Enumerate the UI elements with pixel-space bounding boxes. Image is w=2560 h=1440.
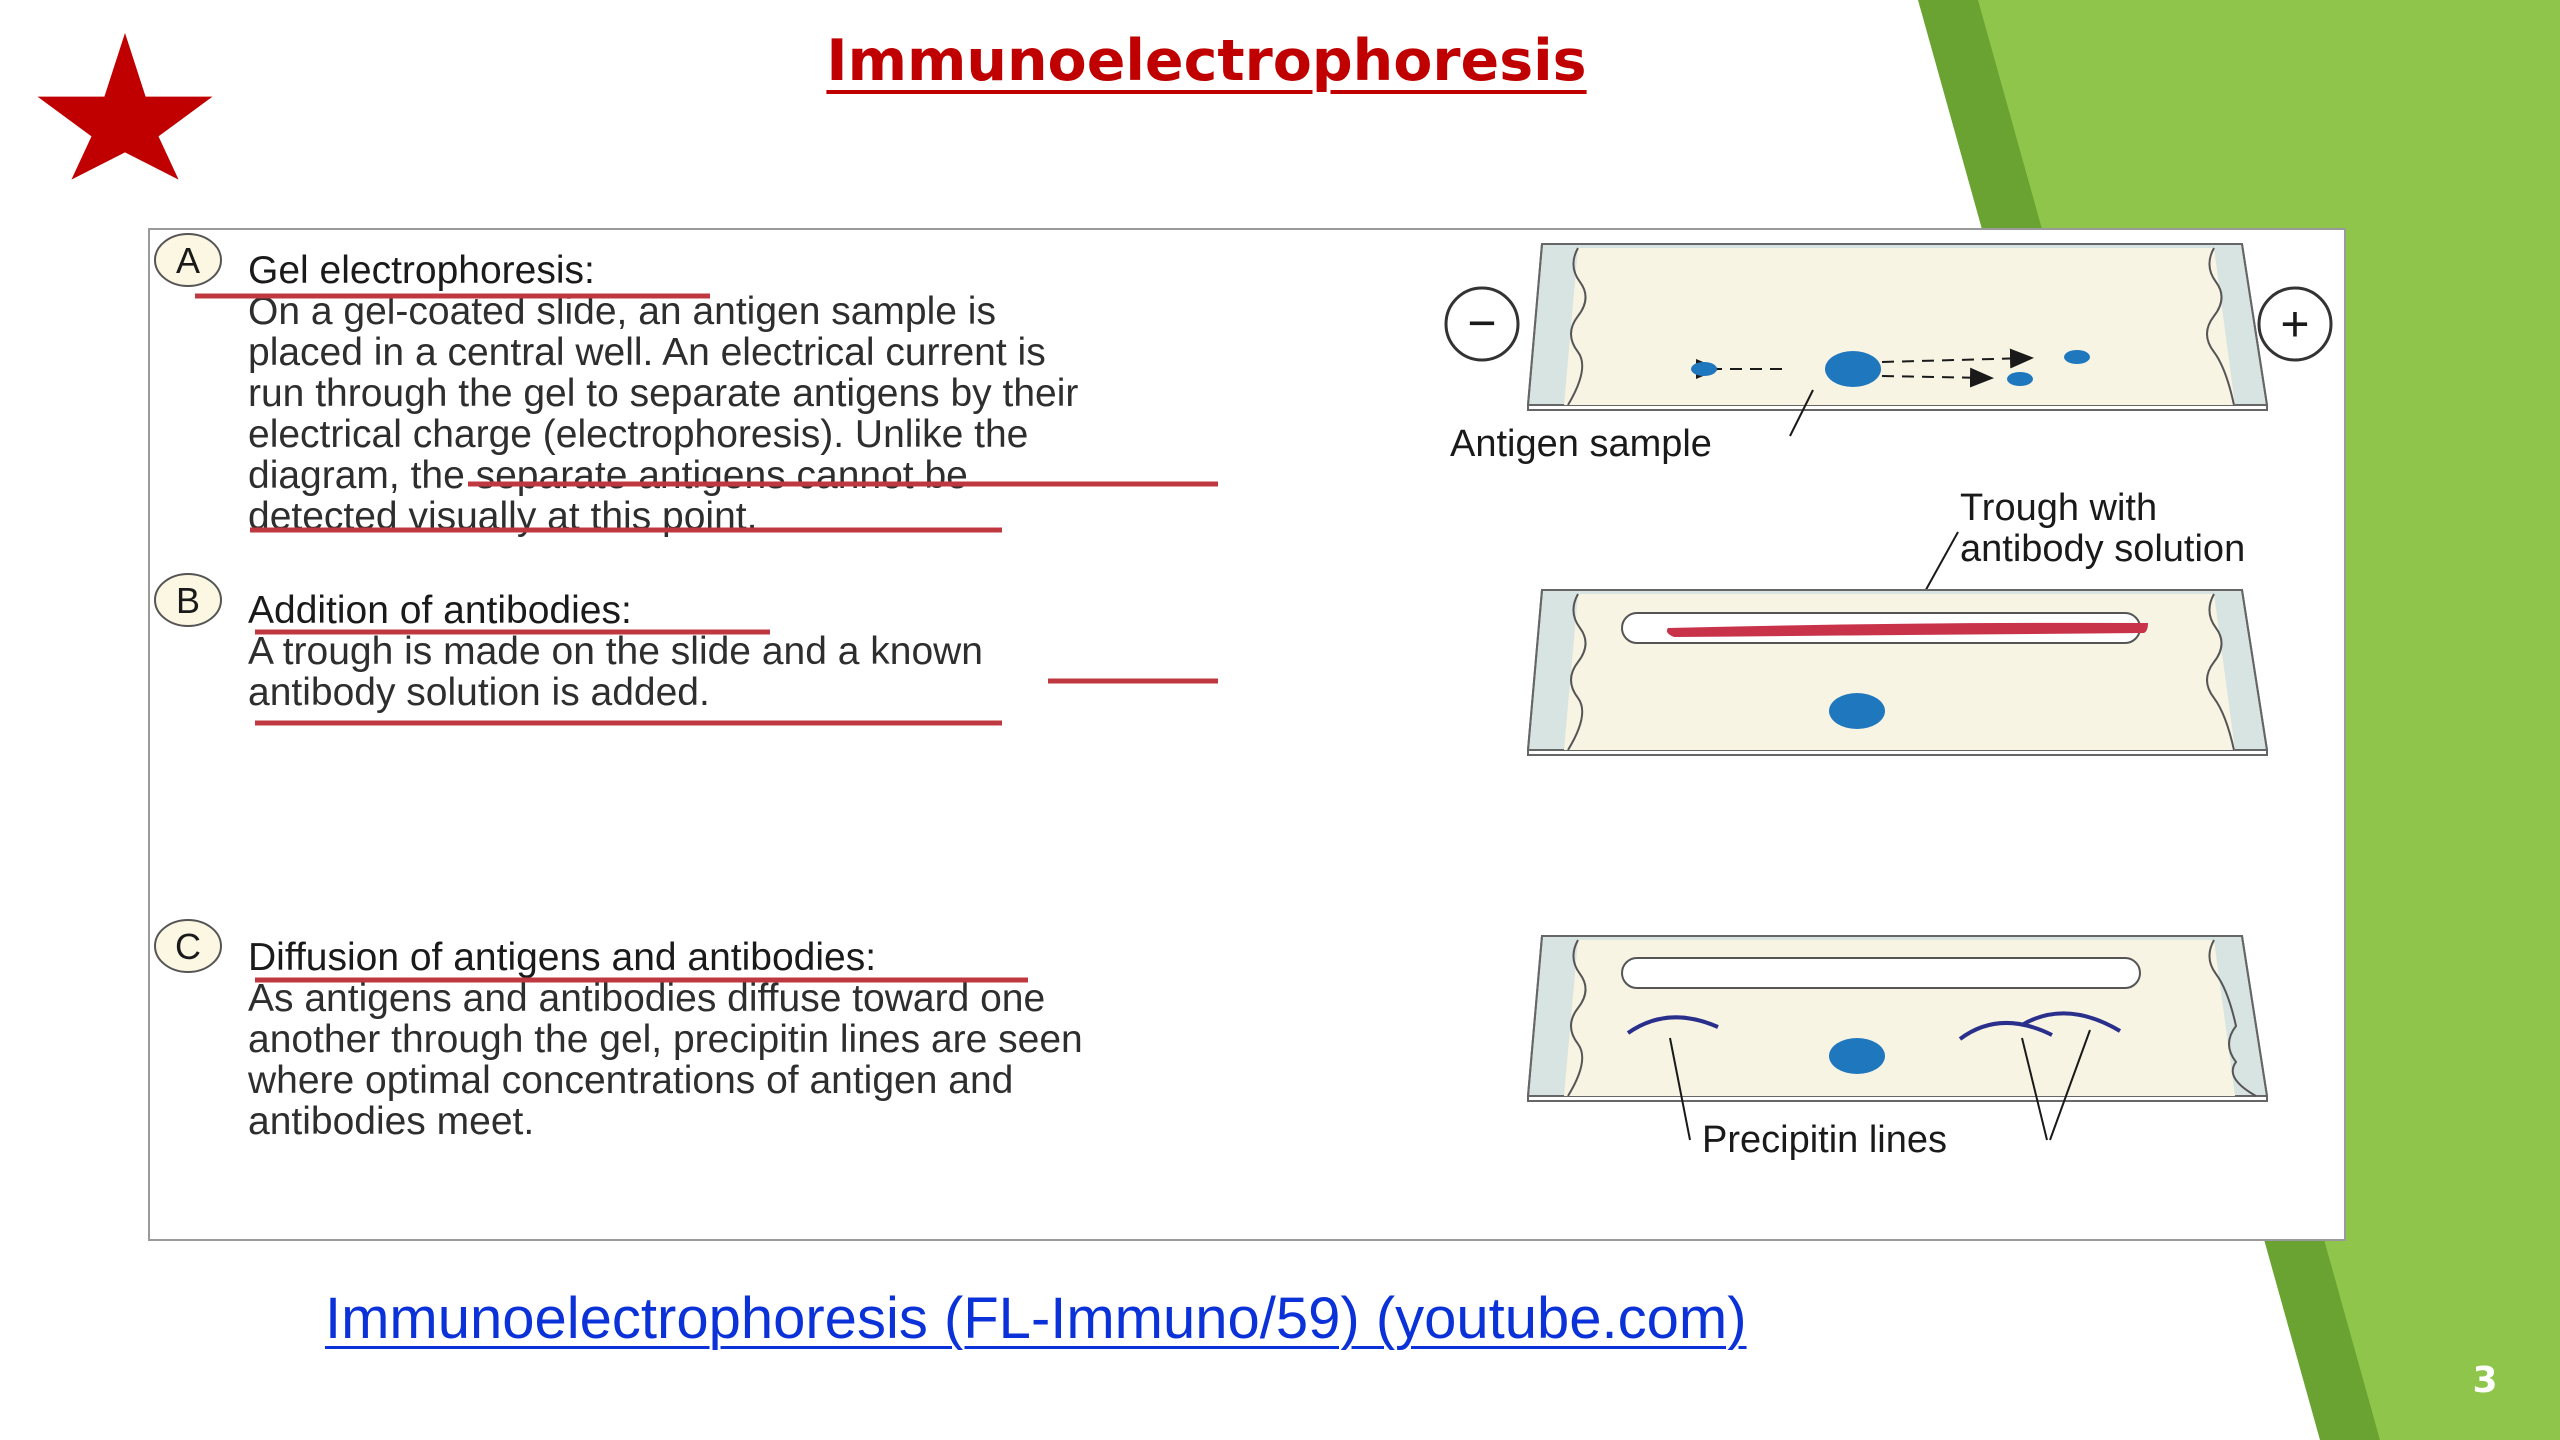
- step-heading: Gel electrophoresis:: [248, 249, 595, 292]
- step-line: As antigens and antibodies diffuse towar…: [248, 977, 1045, 1020]
- precipitin-line: [2020, 1011, 2122, 1033]
- step-badge-label: C: [175, 926, 201, 967]
- step-line: electrical charge (electrophoresis). Unl…: [248, 413, 1028, 456]
- step-badge-label: B: [176, 580, 200, 621]
- page-number: 3: [2472, 1360, 2498, 1401]
- step-a: A Gel electrophoresis: On a gel-coated s…: [154, 233, 1218, 538]
- antigen-sample-label: Antigen sample: [1450, 423, 1712, 465]
- trough-label-line2: antibody solution: [1960, 528, 2245, 570]
- plus-electrode-icon: [2257, 286, 2333, 362]
- plus-symbol: +: [2280, 296, 2309, 352]
- youtube-link[interactable]: Immunoelectrophoresis (FL-Immuno/59) (yo…: [325, 1286, 1747, 1351]
- step-badge-c: [154, 919, 222, 973]
- step-c: C Diffusion of antigens and antibodies: …: [154, 919, 1083, 1143]
- star-icon: [37, 33, 213, 180]
- step-line: antibody solution is added.: [248, 671, 710, 714]
- step-b: B Addition of antibodies: A trough is ma…: [154, 573, 1218, 726]
- step-badge-label: A: [176, 240, 200, 281]
- step-line: antibodies meet.: [248, 1100, 534, 1143]
- precipitin-lines-label: Precipitin lines: [1702, 1119, 1947, 1161]
- step-line: where optimal concentrations of antigen …: [247, 1059, 1013, 1102]
- step-line: A trough is made on the slide and a know…: [248, 630, 983, 673]
- precipitin-line: [1958, 1020, 2053, 1041]
- antigen-well: [1829, 693, 1885, 729]
- step-badge-b: [154, 573, 222, 627]
- precipitin-line: [1626, 1015, 1719, 1035]
- step-line: another through the gel, precipitin line…: [248, 1018, 1083, 1061]
- minus-symbol: −: [1467, 295, 1496, 351]
- slide-title: Immunoelectrophoresis: [826, 28, 1587, 94]
- antigen-well: [1825, 351, 1881, 387]
- step-badge-a: [154, 233, 222, 287]
- step-heading: Diffusion of antigens and antibodies:: [248, 936, 876, 979]
- minus-electrode-icon: [1444, 286, 1520, 362]
- gel-slide-b: Trough with antibody solution: [1526, 487, 2269, 756]
- figure-svg: A Gel electrophoresis: On a gel-coated s…: [154, 233, 2333, 1161]
- step-line: placed in a central well. An electrical …: [248, 331, 1046, 374]
- figure-panel: A Gel electrophoresis: On a gel-coated s…: [148, 228, 2346, 1241]
- antigen-well: [1829, 1038, 1885, 1074]
- gel-slide-c: Precipitin lines: [1526, 935, 2269, 1161]
- step-line: diagram, the separate antigens cannot be: [248, 454, 968, 497]
- gel-slide-a: − + Antigen sample: [1444, 243, 2333, 465]
- step-heading: Addition of antibodies:: [248, 589, 632, 632]
- trough-label-line1: Trough with: [1960, 487, 2157, 529]
- step-line: run through the gel to separate antigens…: [248, 372, 1078, 415]
- antibody-trough: [1621, 957, 2141, 989]
